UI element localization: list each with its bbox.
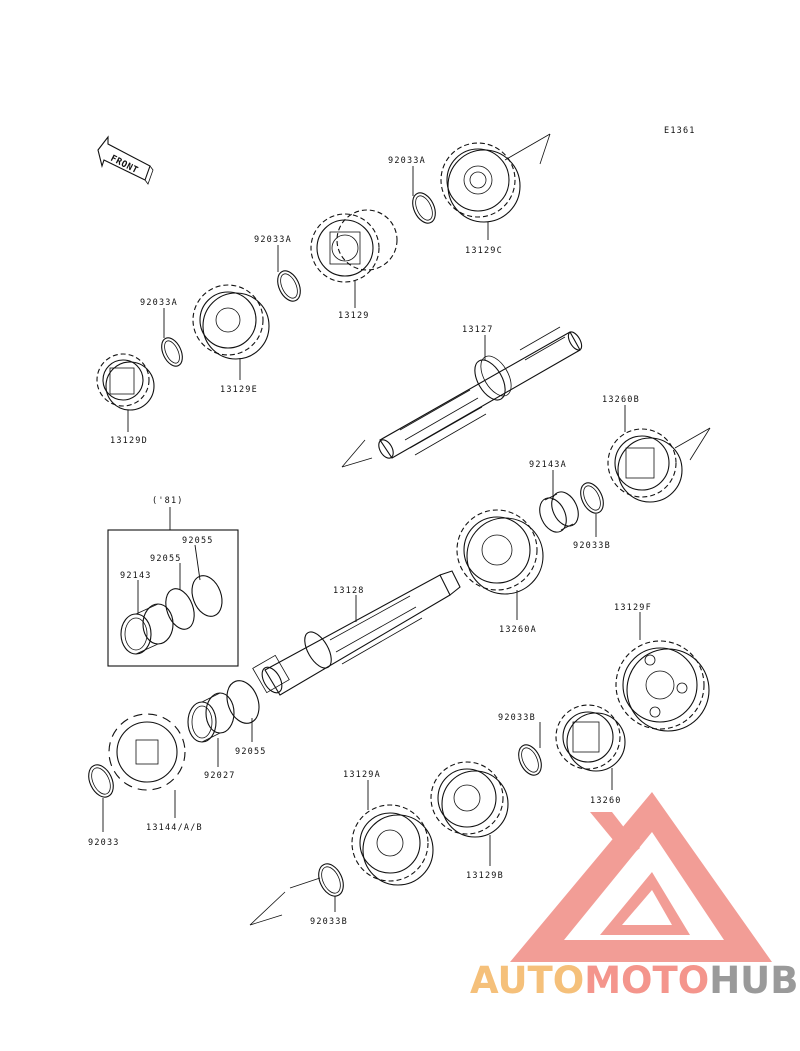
front-arrow-icon: FRONT — [97, 135, 154, 185]
gear-13129F — [615, 640, 710, 732]
label-92055-b: 92055 — [150, 554, 182, 564]
label-13129: 13129 — [338, 311, 370, 321]
label-92143A: 92143A — [529, 460, 567, 470]
mainshaft-13128 — [252, 570, 461, 696]
label-92143: 92143 — [120, 571, 152, 581]
label-13260: 13260 — [590, 796, 622, 806]
label-13128: 13128 — [333, 586, 365, 596]
label-13129B: 13129B — [466, 871, 504, 881]
circlip-92033A-mid — [277, 270, 301, 302]
bushing-92027 — [187, 692, 235, 743]
label-92033B-mid: 92033B — [573, 541, 611, 551]
gear-13129 — [310, 209, 398, 283]
circlip-92033B-bottom — [318, 863, 344, 897]
label-92033: 92033 — [88, 838, 120, 848]
label-13144: 13144/A/B — [146, 823, 203, 833]
label-92033A-left: 92033A — [140, 298, 178, 308]
gear-13260A — [456, 509, 544, 595]
label-13129A: 13129A — [343, 770, 381, 780]
label-13127: 13127 — [462, 325, 494, 335]
gear-13129D — [96, 353, 155, 411]
oring-92055-a — [191, 575, 223, 617]
circlip-92033B-mid — [580, 482, 604, 514]
group-81: ('81) — [107, 496, 239, 667]
label-92055-a: 92055 — [182, 536, 214, 546]
circlip-92033A-left — [161, 337, 183, 367]
circlip-92033A-top — [412, 192, 436, 224]
bushing-92143 — [120, 603, 174, 655]
label-92027: 92027 — [204, 771, 236, 781]
label-13129D: 13129D — [110, 436, 148, 446]
diagram-code: E1361 — [664, 126, 696, 136]
watermark-moto: MOTO — [584, 959, 709, 1002]
label-92033B-low: 92033B — [498, 713, 536, 723]
watermark-logo-icon — [510, 792, 772, 962]
gear-13129A — [351, 804, 434, 886]
gear-13129B — [430, 761, 509, 838]
oring-92055-c — [226, 680, 260, 724]
sprocket-13144 — [108, 713, 186, 791]
gear-13129C — [440, 142, 521, 223]
label-13260B: 13260B — [602, 395, 640, 405]
watermark-auto: AUTO — [470, 959, 584, 1002]
label-13129C: 13129C — [465, 246, 503, 256]
front-label: FRONT — [109, 154, 140, 176]
oring-92055-b — [165, 588, 195, 630]
bushing-92143A — [539, 491, 579, 533]
watermark-hub: HUB — [709, 959, 798, 1002]
label-13129E: 13129E — [220, 385, 258, 395]
gear-13129E — [192, 284, 270, 360]
group-label: ('81) — [152, 496, 184, 506]
leader-lines — [102, 166, 641, 912]
axis-line-upper — [341, 133, 551, 468]
label-92055-c: 92055 — [235, 747, 267, 757]
gear-13260 — [555, 704, 626, 772]
part-labels: 92033A 13129C 92033A 13129 92033A 13129E… — [88, 156, 652, 927]
axis-line-lower — [249, 877, 321, 926]
watermark-text: AUTOMOTOHUB — [470, 959, 798, 1002]
countershaft-13127 — [378, 326, 583, 459]
gear-13260B — [607, 427, 711, 503]
label-92033A-top: 92033A — [388, 156, 426, 166]
circlip-92033 — [88, 764, 114, 798]
label-13129F: 13129F — [614, 603, 652, 613]
circlip-92033B-low — [518, 744, 542, 776]
label-92033A-mid: 92033A — [254, 235, 292, 245]
label-13260A: 13260A — [499, 625, 537, 635]
label-92033B-bottom: 92033B — [310, 917, 348, 927]
